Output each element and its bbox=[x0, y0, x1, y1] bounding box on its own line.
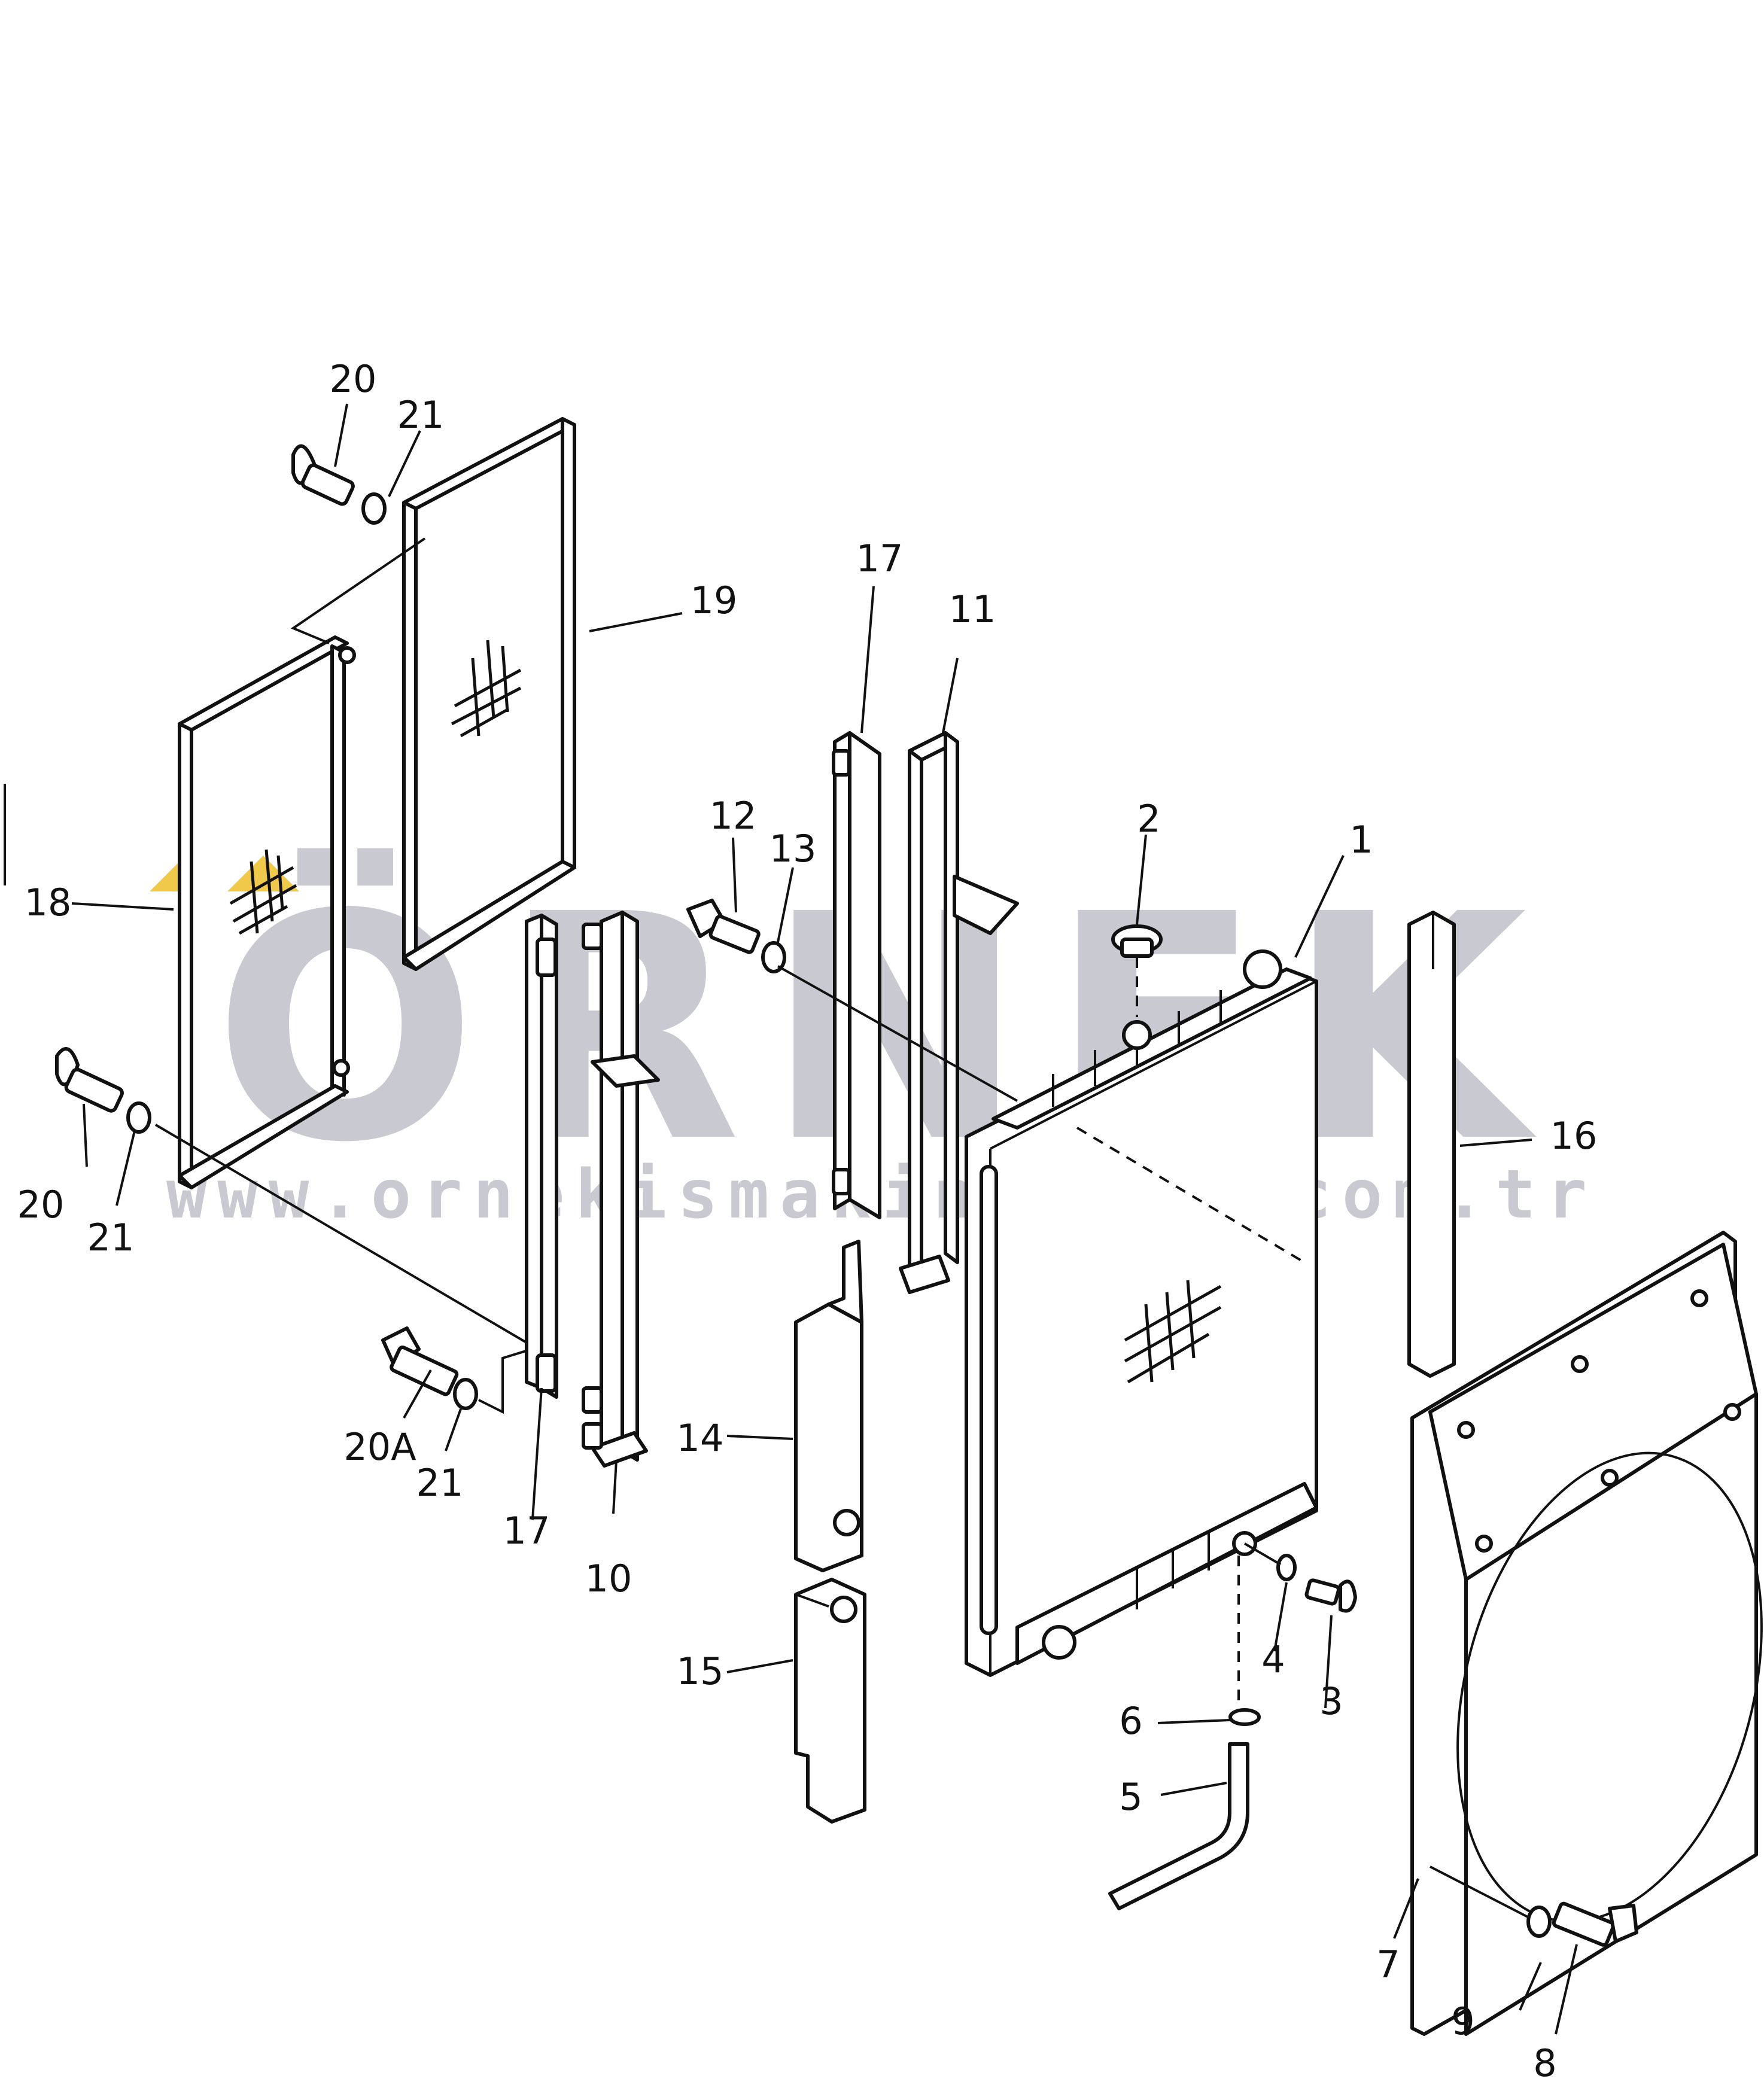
part-16-seal-strip bbox=[1407, 911, 1456, 1378]
callout-13: 13 bbox=[770, 827, 817, 871]
callout-12: 12 bbox=[710, 794, 757, 838]
part-4-washer bbox=[1276, 1554, 1297, 1581]
callout-8: 8 bbox=[1533, 2041, 1556, 2085]
callout-14: 14 bbox=[677, 1416, 724, 1460]
callout-3: 3 bbox=[1319, 1679, 1343, 1723]
part-6-clamp bbox=[1228, 1708, 1261, 1726]
callout-15: 15 bbox=[677, 1649, 724, 1693]
part-1-radiator bbox=[965, 949, 1318, 1677]
callout-9: 9 bbox=[1451, 1999, 1474, 2043]
callout-2: 2 bbox=[1137, 797, 1160, 841]
part-15-block bbox=[794, 1578, 866, 1824]
leader-lines bbox=[71, 403, 1578, 2035]
part-19-screen-panel bbox=[402, 417, 576, 971]
part-2-radiator-cap bbox=[1111, 924, 1163, 958]
part-21-washer-upper bbox=[361, 492, 387, 525]
part-5-hose bbox=[1108, 1742, 1249, 1910]
part-12-bolt bbox=[686, 899, 761, 954]
callout-18: 18 bbox=[25, 881, 72, 924]
callout-21-bottom: 21 bbox=[416, 1461, 464, 1505]
callout-21-upper: 21 bbox=[397, 393, 445, 437]
part-21-washer-bottom bbox=[453, 1378, 478, 1410]
part-20-wing-bolt-lower bbox=[55, 1047, 124, 1113]
part-17-bracket-upper bbox=[832, 731, 881, 1219]
callout-4: 4 bbox=[1261, 1638, 1285, 1681]
callout-17-lower: 17 bbox=[503, 1509, 551, 1553]
callout-11: 11 bbox=[949, 588, 996, 631]
part-7-fan-shroud bbox=[1410, 1231, 1763, 2036]
part-14-block bbox=[794, 1240, 863, 1572]
part-20A-bolt bbox=[381, 1326, 459, 1396]
watermark-url: www.ornekismakinalari.com.tr bbox=[166, 1156, 1598, 1234]
callout-20-lower: 20 bbox=[17, 1183, 65, 1226]
part-3-drain-plug bbox=[1304, 1578, 1357, 1613]
callout-10: 10 bbox=[585, 1557, 632, 1600]
callout-16: 16 bbox=[1550, 1114, 1598, 1158]
callout-20A: 20A bbox=[343, 1425, 416, 1469]
callout-6: 6 bbox=[1119, 1699, 1142, 1743]
callout-5: 5 bbox=[1119, 1775, 1142, 1819]
part-9-washer bbox=[1526, 1906, 1552, 1938]
callout-7: 7 bbox=[1376, 1943, 1400, 1986]
part-11-bracket bbox=[899, 731, 1019, 1294]
part-17-bracket-lower bbox=[525, 914, 558, 1399]
part-10-bracket bbox=[582, 911, 660, 1468]
callout-19: 19 bbox=[691, 579, 738, 622]
part-8-bolt bbox=[1552, 1901, 1638, 1947]
part-21-washer-lower bbox=[126, 1101, 151, 1134]
callout-21-lower: 21 bbox=[87, 1216, 135, 1259]
callout-20-upper: 20 bbox=[330, 357, 377, 401]
callout-labels: 1 2 3 4 5 6 7 8 9 10 11 12 13 14 15 16 1… bbox=[17, 357, 1598, 2085]
part-20-wing-bolt-upper bbox=[291, 444, 355, 506]
part-13-washer bbox=[761, 941, 786, 973]
callout-1: 1 bbox=[1349, 818, 1373, 862]
callout-17-upper: 17 bbox=[856, 537, 904, 580]
